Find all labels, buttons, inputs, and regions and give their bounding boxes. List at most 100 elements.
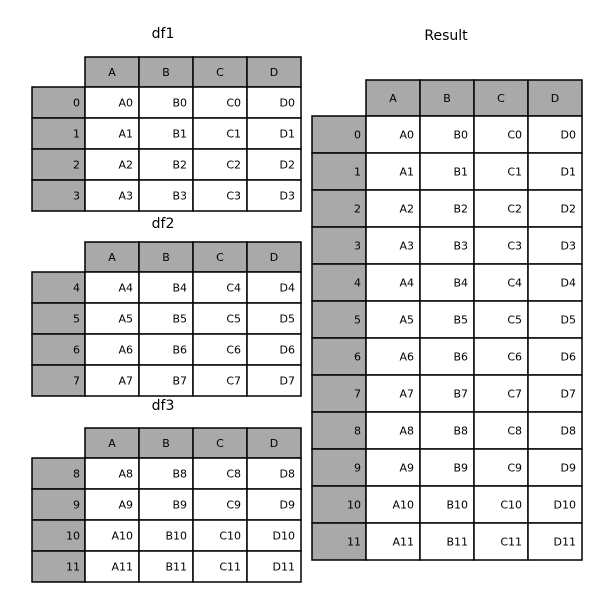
data-cell: [138, 179, 194, 212]
data-cell: [527, 300, 583, 339]
column-header-label: C: [497, 92, 505, 105]
data-cell: [473, 337, 529, 376]
data-cell-value: C9: [507, 462, 522, 475]
data-cell: [246, 333, 302, 366]
data-cell-value: D9: [561, 462, 576, 475]
data-cell-value: D7: [280, 375, 295, 388]
index-label: 9: [354, 462, 361, 475]
column-header-cell: [138, 427, 194, 459]
data-cell-value: B6: [172, 344, 187, 357]
index-label: 8: [73, 468, 80, 481]
data-cell-value: A2: [399, 203, 414, 216]
data-cell-value: A6: [118, 344, 133, 357]
data-cell-value: D2: [561, 203, 576, 216]
data-cell-value: C1: [507, 166, 522, 179]
data-cell: [527, 374, 583, 413]
index-label: 11: [66, 561, 80, 574]
index-label: 3: [354, 240, 361, 253]
data-cell: [527, 522, 583, 561]
column-header-label: D: [270, 251, 278, 264]
column-header-cell: [246, 56, 302, 88]
index-cell: [311, 263, 367, 302]
table-title-df2: df2: [152, 216, 175, 232]
data-cell: [365, 115, 421, 154]
data-cell-value: C11: [500, 536, 522, 549]
data-cell: [84, 550, 140, 583]
index-label: 1: [354, 166, 361, 179]
column-header-label: D: [270, 66, 278, 79]
data-cell-value: D2: [280, 159, 295, 172]
data-cell: [527, 485, 583, 524]
index-label: 2: [354, 203, 361, 216]
data-cell-value: A3: [399, 240, 414, 253]
data-cell: [138, 271, 194, 304]
data-cell: [473, 374, 529, 413]
index-label: 8: [354, 425, 361, 438]
data-cell: [84, 488, 140, 521]
index-label: 7: [354, 388, 361, 401]
table-title-df3: df3: [152, 398, 175, 414]
data-cell-value: D1: [280, 128, 295, 141]
data-cell-value: A8: [399, 425, 414, 438]
data-cell: [527, 411, 583, 450]
data-cell-value: D4: [561, 277, 576, 290]
data-cell-value: C7: [507, 388, 522, 401]
data-cell-value: A6: [399, 351, 414, 364]
data-cell: [192, 519, 248, 552]
data-cell-value: C4: [226, 282, 241, 295]
data-cell-value: D3: [280, 190, 295, 203]
data-cell-value: B3: [453, 240, 468, 253]
data-cell: [138, 117, 194, 150]
data-cell-value: D7: [561, 388, 576, 401]
column-header-label: D: [270, 437, 278, 450]
data-cell-value: D8: [280, 468, 295, 481]
data-cell-value: D11: [273, 561, 295, 574]
data-cell-value: B9: [453, 462, 468, 475]
column-header-label: A: [389, 92, 397, 105]
column-header-label: B: [162, 251, 170, 264]
data-cell-value: D5: [561, 314, 576, 327]
column-header-label: A: [108, 251, 116, 264]
data-cell: [473, 300, 529, 339]
data-cell-value: B5: [172, 313, 187, 326]
index-label: 10: [66, 530, 80, 543]
data-cell: [419, 522, 475, 561]
table-title-result: Result: [424, 28, 468, 44]
data-cell-value: C3: [507, 240, 522, 253]
data-cell: [84, 519, 140, 552]
data-cell: [365, 300, 421, 339]
data-cell: [365, 485, 421, 524]
index-cell: [311, 522, 367, 561]
data-cell: [192, 86, 248, 119]
data-cell: [192, 457, 248, 490]
column-header-cell: [192, 241, 248, 273]
data-cell-value: A2: [118, 159, 133, 172]
data-cell-value: D8: [561, 425, 576, 438]
data-cell-value: B10: [446, 499, 468, 512]
data-cell: [527, 115, 583, 154]
data-cell-value: D11: [554, 536, 576, 549]
data-cell-value: C0: [226, 97, 241, 110]
data-cell: [246, 117, 302, 150]
index-cell: [311, 189, 367, 228]
index-label: 9: [73, 499, 80, 512]
data-cell-value: C0: [507, 129, 522, 142]
data-cell-value: C5: [507, 314, 522, 327]
data-cell-value: C6: [226, 344, 241, 357]
column-header-cell: [419, 79, 475, 117]
data-cell: [246, 179, 302, 212]
data-cell: [473, 152, 529, 191]
index-cell: [31, 457, 86, 490]
data-cell-value: D10: [554, 499, 576, 512]
data-cell: [138, 457, 194, 490]
data-cell-value: B11: [446, 536, 468, 549]
data-cell: [246, 148, 302, 181]
data-cell-value: D6: [280, 344, 295, 357]
data-cell: [419, 189, 475, 228]
data-cell: [192, 488, 248, 521]
data-cell: [365, 448, 421, 487]
data-cell: [246, 364, 302, 397]
data-cell-value: A10: [111, 530, 133, 543]
